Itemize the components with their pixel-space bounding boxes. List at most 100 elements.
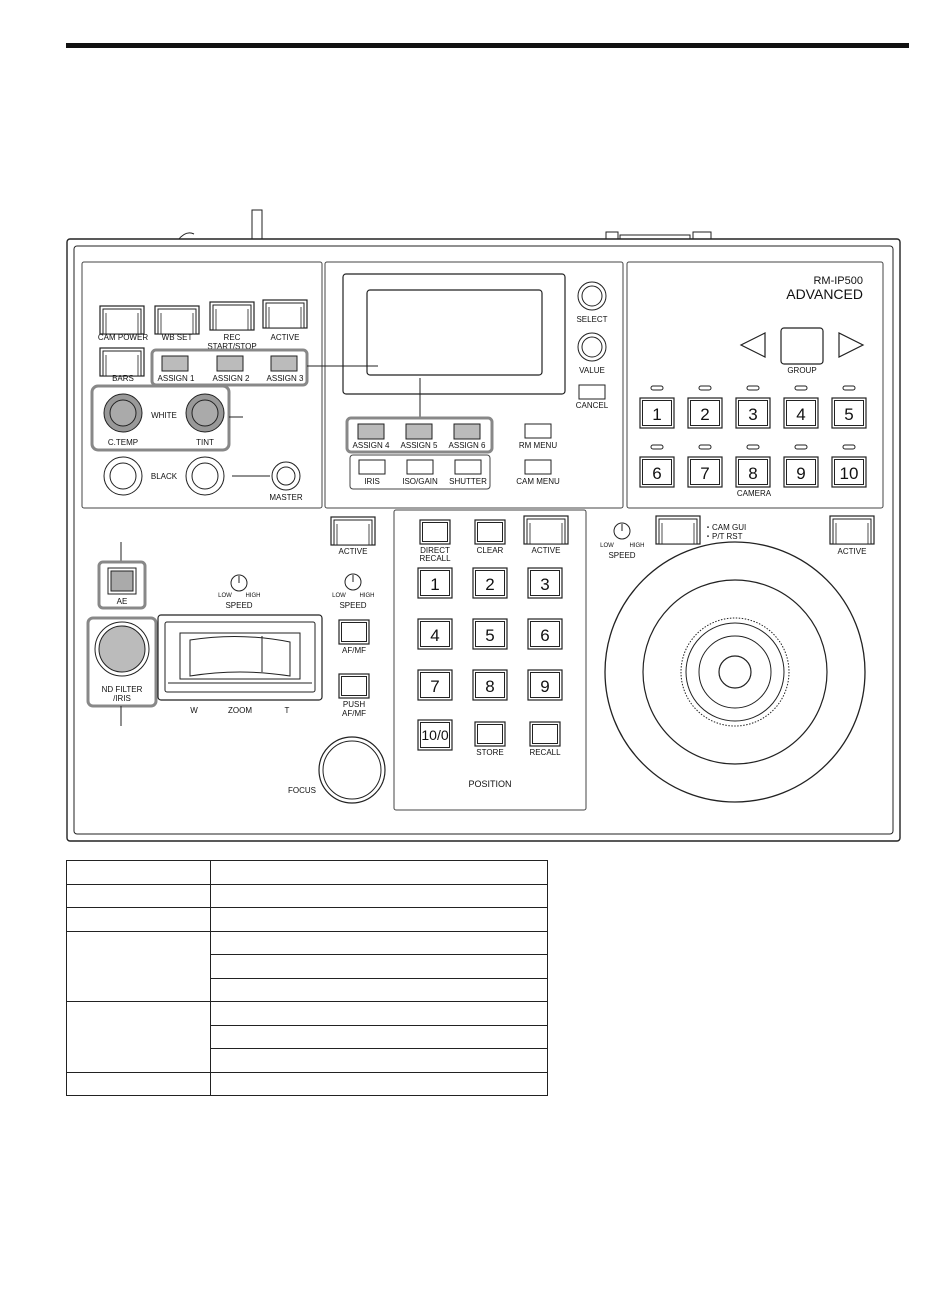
camera-button-5[interactable]: 5 <box>831 385 867 429</box>
rec-label: REC <box>224 333 241 342</box>
iso-gain-label: ISO/GAIN <box>402 477 438 486</box>
control-panel-diagram: CAM POWER WB SET REC START/STOP ACTIVE B… <box>66 209 901 842</box>
master-knob[interactable] <box>271 461 301 491</box>
active-button-joystick[interactable] <box>829 515 875 545</box>
cam-power-button[interactable] <box>99 305 145 335</box>
shutter-button[interactable] <box>454 459 482 475</box>
camera-button-3[interactable]: 3 <box>735 385 771 429</box>
black-knob-right[interactable] <box>185 456 225 496</box>
cam-gui-button[interactable] <box>655 515 701 545</box>
reference-table <box>66 860 548 1096</box>
focus-speed-low: LOW <box>332 593 346 599</box>
table-row <box>66 1071 548 1096</box>
wb-set-button[interactable] <box>154 305 200 335</box>
bars-button[interactable] <box>99 347 145 377</box>
position-key-5[interactable]: 5 <box>472 618 508 650</box>
active-label-position: ACTIVE <box>532 546 561 555</box>
camera-button-2[interactable]: 2 <box>687 385 723 429</box>
active-button-focus[interactable] <box>330 516 376 546</box>
assign-5-button[interactable] <box>405 423 433 440</box>
model-name: RM-IP500 <box>813 275 863 287</box>
rm-menu-button[interactable] <box>524 423 552 439</box>
nd-filter-iris-knob[interactable] <box>94 621 150 677</box>
pt-rst-label: ・P/T RST <box>704 532 743 541</box>
position-key-7[interactable]: 7 <box>417 669 453 701</box>
af-mf-button[interactable] <box>338 619 370 645</box>
push-label: PUSH <box>343 700 365 709</box>
c-temp-knob[interactable] <box>103 393 143 433</box>
table-row <box>66 907 548 932</box>
camera-button-8[interactable]: 8 <box>735 444 771 488</box>
assign-3-button[interactable] <box>270 355 298 372</box>
iris-button[interactable] <box>358 459 386 475</box>
rec-button[interactable] <box>209 301 255 331</box>
tint-label: TINT <box>196 438 214 447</box>
group-next-icon[interactable] <box>838 332 865 358</box>
camera-button-6[interactable]: 6 <box>639 444 675 488</box>
camera-button-7[interactable]: 7 <box>687 444 723 488</box>
zoom-speed-high: HIGH <box>246 593 261 599</box>
focus-speed-high: HIGH <box>360 593 375 599</box>
zoom-speed-label: SPEED <box>225 601 252 610</box>
position-key-9[interactable]: 9 <box>527 669 563 701</box>
recall-sub-label: RECALL <box>419 554 451 563</box>
tally-lamp <box>698 444 712 450</box>
position-key-8[interactable]: 8 <box>472 669 508 701</box>
zoom-t-label: T <box>285 706 290 715</box>
cancel-button[interactable] <box>578 384 606 400</box>
ae-button[interactable] <box>107 567 137 595</box>
iso-gain-button[interactable] <box>406 459 434 475</box>
focus-knob[interactable] <box>318 736 386 804</box>
zoom-rocker[interactable] <box>157 614 323 701</box>
clear-button[interactable] <box>474 519 506 545</box>
camera-button-1[interactable]: 1 <box>639 385 675 429</box>
tally-lamp <box>842 385 856 391</box>
position-key-6[interactable]: 6 <box>527 618 563 650</box>
group-label: GROUP <box>787 366 816 375</box>
cancel-label: CANCEL <box>576 401 609 410</box>
zoom-w-label: W <box>190 706 198 715</box>
assign-2-button[interactable] <box>216 355 244 372</box>
zoom-speed-knob[interactable] <box>230 574 248 592</box>
black-knob-left[interactable] <box>103 456 143 496</box>
cam-menu-button[interactable] <box>524 459 552 475</box>
group-prev-icon[interactable] <box>739 332 766 358</box>
store-button[interactable] <box>474 721 506 747</box>
position-key-2[interactable]: 2 <box>472 567 508 599</box>
iris-label: IRIS <box>364 477 380 486</box>
position-key-1[interactable]: 1 <box>417 567 453 599</box>
assign-1-button[interactable] <box>161 355 189 372</box>
position-key-4[interactable]: 4 <box>417 618 453 650</box>
position-label: POSITION <box>468 779 511 789</box>
assign-4-button[interactable] <box>357 423 385 440</box>
position-key-3[interactable]: 3 <box>527 567 563 599</box>
tally-lamp <box>746 444 760 450</box>
position-key-label: 6 <box>540 626 549 645</box>
camera-button-label: 4 <box>796 405 805 424</box>
table-row <box>66 860 548 885</box>
nd-filter-sub-label: /IRIS <box>113 694 131 703</box>
left-panel <box>81 261 323 509</box>
tint-knob[interactable] <box>185 393 225 433</box>
direct-recall-button[interactable] <box>419 519 451 545</box>
cam-gui-label: ・CAM GUI <box>704 523 746 532</box>
assign-2-label: ASSIGN 2 <box>213 374 250 383</box>
value-knob[interactable] <box>577 332 607 362</box>
position-key-label: 1 <box>430 575 439 594</box>
select-knob[interactable] <box>577 281 607 311</box>
active-button-left[interactable] <box>262 299 308 329</box>
recall-button[interactable] <box>529 721 561 747</box>
pt-speed-knob[interactable] <box>613 522 631 540</box>
camera-button-10[interactable]: 10 <box>831 444 867 488</box>
active-button-position[interactable] <box>523 515 569 545</box>
key-10-0-label: 10/0 <box>421 727 448 743</box>
focus-speed-knob[interactable] <box>344 573 362 591</box>
push-af-mf-button[interactable] <box>338 673 370 699</box>
camera-button-9[interactable]: 9 <box>783 444 819 488</box>
joystick[interactable] <box>604 541 866 803</box>
tally-lamp <box>698 385 712 391</box>
position-key-label: 7 <box>430 677 439 696</box>
camera-button-4[interactable]: 4 <box>783 385 819 429</box>
assign-6-button[interactable] <box>453 423 481 440</box>
